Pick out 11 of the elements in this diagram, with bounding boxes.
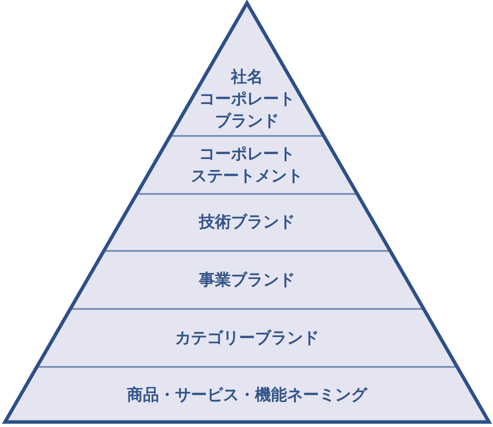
pyramid-tier xyxy=(36,309,458,367)
tier-label: 商品・サービス・機能ネーミング xyxy=(127,384,367,406)
tier-label: カテゴリーブランド xyxy=(174,327,319,349)
pyramid-tier xyxy=(104,194,390,251)
tier-label: 事業ブランド xyxy=(198,269,295,291)
pyramid-tier xyxy=(5,367,489,422)
tier-label: 技術ブランド xyxy=(198,211,295,233)
pyramid-tier xyxy=(136,136,358,194)
tier-label: 社名コーポレートブランド xyxy=(198,66,295,132)
tier-label: コーポレートステートメント xyxy=(190,143,303,187)
pyramid-tier xyxy=(70,251,424,309)
